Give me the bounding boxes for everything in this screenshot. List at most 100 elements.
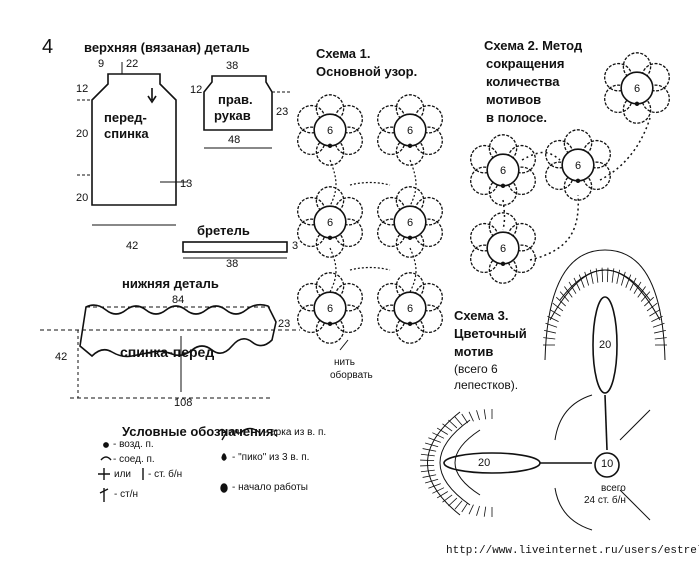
stitch-ray <box>442 494 453 503</box>
scheme3-center-count: 10 <box>601 458 614 470</box>
stitch-ray <box>461 413 468 424</box>
stitch-ray <box>420 469 435 473</box>
dim-top-left: 9 <box>98 58 105 70</box>
legend-item-or-1: или <box>114 469 132 480</box>
stitch-ray <box>584 271 590 286</box>
motif-count-label: 6 <box>500 165 506 177</box>
bottom-outline <box>79 303 277 358</box>
stitch-ray <box>436 427 449 435</box>
scheme3-petal-count: 20 <box>599 339 612 351</box>
motif-count-label: 6 <box>634 83 640 95</box>
sleeve-dim-right: 23 <box>276 106 289 118</box>
scheme3-line4: (всего 6 <box>454 362 498 376</box>
scheme1-subtitle: Основной узор. <box>316 64 418 79</box>
stitch-ray <box>654 337 667 340</box>
legend-item-picot: - "пико" из 3 в. п. <box>232 452 310 463</box>
scheme3-note-2: 24 ст. б/н <box>584 495 626 506</box>
bottom-dim-top: 84 <box>172 294 185 306</box>
scheme3-note-1: всего <box>601 483 626 494</box>
scheme1-motif-1: 6 <box>297 94 363 166</box>
stitch-ray <box>601 267 604 283</box>
scheme1-motif-3: 6 <box>297 186 363 258</box>
sleeve-dim-bottom: 48 <box>228 134 241 146</box>
stitch-ray <box>545 322 558 328</box>
stitch-ray <box>428 483 441 489</box>
stitch-ray <box>633 281 642 294</box>
watermark-url: http://www.liveinternet.ru/users/estrela… <box>446 545 699 557</box>
stitch-ray <box>589 269 594 284</box>
scheme2-motif-4: 6 <box>604 52 670 124</box>
stitch-ray <box>425 478 439 484</box>
legend-item-start: - начало работы <box>232 482 308 493</box>
scheme2-line3: количества <box>486 74 560 89</box>
motif-count-label: 6 <box>327 303 333 315</box>
stitch-ray <box>629 277 637 291</box>
slip-stitch-icon <box>100 456 112 461</box>
sleeve-dim-left: 12 <box>190 84 203 96</box>
scheme3-petal-count-2: 20 <box>478 457 491 469</box>
bottom-section-title: нижняя деталь <box>122 276 219 291</box>
scheme1-motif-5: 6 <box>297 272 363 344</box>
scheme2-motif-2: 6 <box>545 129 611 201</box>
legend-item-or-2: или <box>228 427 246 438</box>
stitch-ray <box>476 410 480 421</box>
legend-item-arch: - арка из в. п. <box>264 427 327 438</box>
picot-icon <box>221 453 227 461</box>
stitch-ray <box>428 437 441 443</box>
double-crochet-icon <box>99 488 109 502</box>
strap-length: 38 <box>226 258 239 270</box>
legend-item-chain: - возд. п. <box>113 439 154 450</box>
arch-icon-1 <box>217 428 227 441</box>
stitch-ray <box>425 442 439 448</box>
stitch-ray <box>644 296 655 307</box>
scheme2-line5: в полосе. <box>486 110 548 125</box>
scheme2-connectors <box>502 117 651 261</box>
stitch-ray <box>654 329 666 334</box>
motif-count-label: 6 <box>407 303 413 315</box>
scheme1-note-1: нить <box>334 357 355 368</box>
stitch-ray <box>448 419 458 429</box>
scheme1-title: Схема 1. <box>316 46 371 61</box>
bottom-label: спинка-перед <box>120 344 215 360</box>
stitch-ray <box>436 491 449 499</box>
motif-count-label: 6 <box>407 125 413 137</box>
scheme3-petals <box>443 296 620 478</box>
strap-width: 3 <box>292 240 299 252</box>
stitch-ray <box>420 459 435 462</box>
bottom-dim-right: 23 <box>278 318 291 330</box>
scheme3-line1: Схема 3. <box>454 308 509 323</box>
stitch-ray <box>568 281 577 294</box>
scheme3-line5: лепестков). <box>454 378 519 392</box>
stitch-ray <box>552 302 564 312</box>
stitch-ray <box>620 271 626 286</box>
motif-count-label: 6 <box>575 160 581 172</box>
bottom-dim-left: 42 <box>55 351 68 363</box>
scheme1-note-2: оборвать <box>330 370 373 381</box>
stitch-ray <box>595 268 599 283</box>
stitch-ray <box>559 291 570 302</box>
bottom-dim-bottom: 108 <box>174 397 193 409</box>
stitch-ray <box>432 432 445 439</box>
scheme3-arcs <box>427 249 666 531</box>
scheme3-rays <box>420 267 667 517</box>
stitch-ray <box>543 337 556 340</box>
legend-item-slip: - соед. п. <box>113 454 155 465</box>
scheme2-line4: мотивов <box>486 92 542 107</box>
stitch-ray <box>422 448 437 452</box>
legend-title: Условные обозначения: <box>122 424 278 439</box>
strap-label: бретель <box>197 223 250 238</box>
scheme3-line2: Цветочный <box>454 326 527 341</box>
strap-outline <box>182 241 288 253</box>
dim-shoulder: 12 <box>76 83 89 95</box>
dim-upper: 20 <box>76 128 89 140</box>
stitch-ray <box>547 315 559 322</box>
legend-item-dc: - ст/н <box>114 489 138 500</box>
stitch-ray <box>432 487 445 494</box>
sleeve-outline <box>203 75 273 131</box>
top-section-title: верхняя (вязаная) деталь <box>84 40 250 55</box>
stitch-ray <box>564 286 573 298</box>
chain-stitch-icon <box>103 442 109 448</box>
